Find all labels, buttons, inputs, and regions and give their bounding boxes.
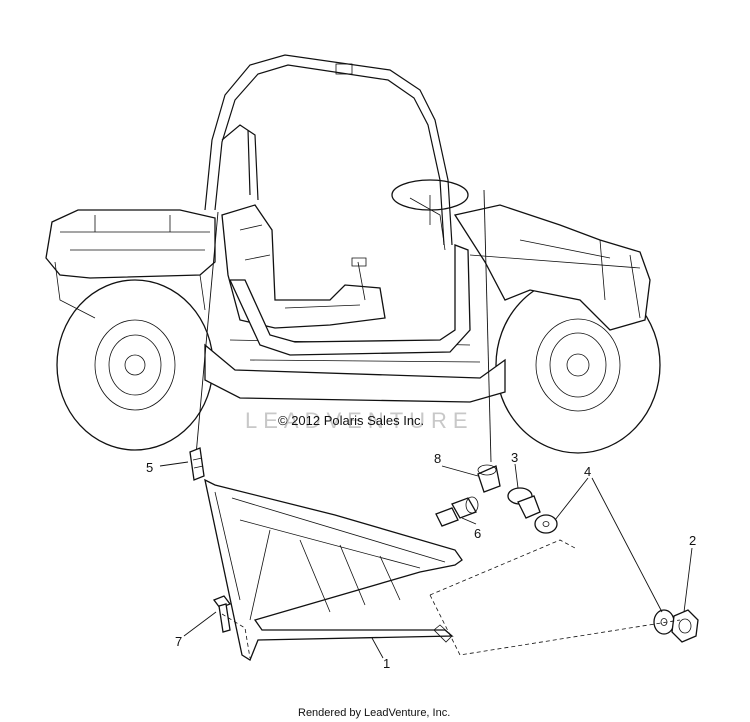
- dashboard: [453, 204, 651, 331]
- door-frame-part-1: [204, 478, 463, 661]
- copyright-text: © 2012 Polaris Sales Inc.: [278, 413, 424, 428]
- rear-wheel: [56, 279, 214, 451]
- vehicle-illustration: [45, 54, 661, 454]
- nut-part-2: [671, 609, 699, 643]
- seat: [221, 204, 386, 329]
- chassis-floor: [204, 343, 506, 403]
- callout-3: 3: [511, 450, 518, 465]
- callout-6: 6: [474, 526, 481, 541]
- rivet-part-3: [507, 487, 541, 519]
- latch-part-5: [189, 447, 205, 481]
- cab-frame-lower: [228, 244, 471, 356]
- callout-7: 7: [175, 634, 182, 649]
- bolt-part-7: [212, 595, 232, 633]
- rear-body-panel: [45, 209, 216, 279]
- roll-cage: [204, 54, 453, 246]
- callout-8: 8: [434, 451, 441, 466]
- striker-part-6: [435, 496, 479, 527]
- footer-text: Rendered by LeadVenture, Inc.: [298, 707, 450, 719]
- washer-part-4: [534, 514, 675, 635]
- callout-4: 4: [584, 464, 591, 479]
- callout-5: 5: [146, 460, 153, 475]
- cap-part-8: [477, 464, 501, 493]
- callout-2: 2: [689, 533, 696, 548]
- callout-1: 1: [383, 656, 390, 671]
- gear-shifter: [351, 257, 367, 301]
- watermark-text: LEADVENTURE: [245, 408, 474, 433]
- cage-tag: [335, 63, 353, 75]
